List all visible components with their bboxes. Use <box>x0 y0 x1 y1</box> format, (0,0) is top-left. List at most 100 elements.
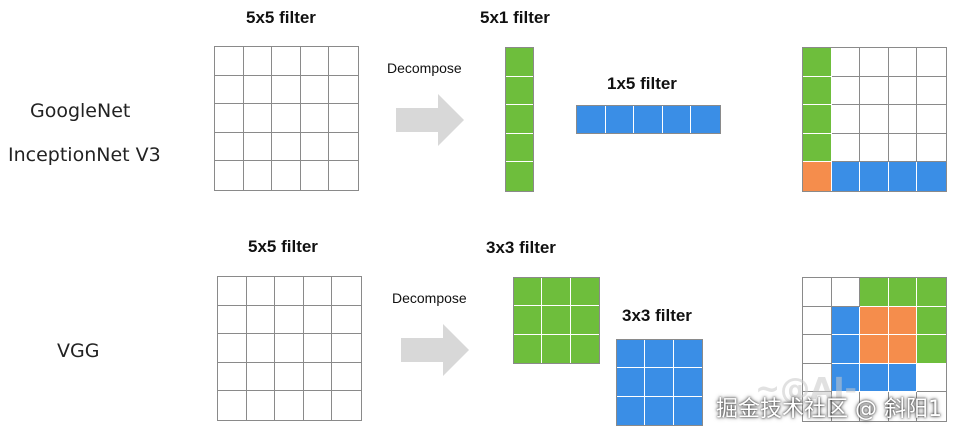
grid-cell <box>246 277 276 306</box>
grid-cell <box>888 133 918 163</box>
grid-cell <box>888 105 918 134</box>
grid-cell <box>888 278 918 307</box>
grid-5x5-filter-bottom <box>217 276 362 421</box>
watermark-ghost-icon: ~@AI- <box>755 372 857 407</box>
grid-cell <box>860 392 889 421</box>
grid-cell <box>300 161 330 190</box>
grid-cell <box>860 335 889 364</box>
grid-cell <box>803 363 832 393</box>
grid-cell <box>272 47 301 76</box>
grid-cell <box>917 306 946 336</box>
grid-cell <box>303 305 333 335</box>
grid-cell <box>215 161 244 190</box>
grid-cell <box>246 334 276 363</box>
grid-5x5-filter-top <box>214 46 359 191</box>
grid-cell <box>332 277 361 306</box>
decompose-label-top: Decompose <box>387 60 462 76</box>
grid-cell <box>275 334 304 363</box>
grid-cell <box>243 47 273 76</box>
grid-cell <box>803 162 832 191</box>
grid-cell <box>218 277 247 306</box>
row-label-googlenet: GoogleNet <box>30 100 131 122</box>
grid-cell-green <box>506 76 533 106</box>
grid-cell <box>917 105 946 134</box>
grid-cell-green <box>506 133 533 163</box>
grid-cell-green <box>570 334 599 363</box>
grid-cell <box>803 48 832 77</box>
grid-cell-green <box>542 334 571 363</box>
grid-cell <box>329 132 358 162</box>
grid-cell <box>272 161 301 190</box>
grid-cell-blue <box>617 396 646 425</box>
grid-cell-green <box>542 306 571 335</box>
grid-cell-blue <box>645 396 674 425</box>
grid-combined-bottom <box>802 277 947 422</box>
grid-cell-green <box>570 306 599 335</box>
title-3x3-filter-b: 3x3 filter <box>622 306 692 325</box>
grid-cell <box>803 306 832 336</box>
grid-cell <box>246 362 276 392</box>
grid-cell <box>332 305 361 335</box>
grid-cell <box>803 392 832 421</box>
grid-cell <box>831 278 861 307</box>
grid-3x3-filter-b <box>616 339 703 426</box>
grid-cell-blue <box>662 106 692 133</box>
grid-cell-blue <box>605 106 635 133</box>
title-5x5-filter-top: 5x5 filter <box>246 8 316 27</box>
grid-cell-blue <box>617 340 646 369</box>
grid-cell <box>917 76 946 106</box>
grid-cell <box>860 278 889 307</box>
grid-cell <box>831 48 861 77</box>
grid-cell <box>332 362 361 392</box>
grid-cell <box>246 305 276 335</box>
grid-cell <box>803 133 832 163</box>
grid-cell <box>888 392 918 421</box>
grid-cell <box>917 392 946 421</box>
grid-cell <box>860 306 889 336</box>
grid-cell <box>831 76 861 106</box>
grid-cell <box>275 277 304 306</box>
grid-cell <box>272 75 301 105</box>
grid-1x5-filter <box>576 105 721 134</box>
grid-cell <box>803 76 832 106</box>
grid-cell <box>218 362 247 392</box>
grid-cell <box>275 362 304 392</box>
grid-cell <box>300 47 330 76</box>
grid-cell <box>860 48 889 77</box>
grid-cell <box>275 391 304 420</box>
grid-cell <box>215 75 244 105</box>
grid-cell <box>215 132 244 162</box>
grid-cell <box>888 76 918 106</box>
grid-combined-top <box>802 47 947 192</box>
grid-cell <box>888 306 918 336</box>
title-5x5-filter-bottom: 5x5 filter <box>248 237 318 256</box>
grid-cell <box>275 305 304 335</box>
grid-cell-blue <box>673 340 702 369</box>
row-label-inceptionnet-v3: InceptionNet V3 <box>8 144 161 166</box>
grid-cell <box>218 391 247 420</box>
grid-cell <box>243 132 273 162</box>
grid-cell <box>300 104 330 133</box>
grid-3x3-filter-a <box>513 277 600 364</box>
grid-cell <box>303 334 333 363</box>
grid-cell <box>303 277 333 306</box>
grid-cell <box>831 392 861 421</box>
grid-cell <box>831 162 861 191</box>
grid-cell <box>243 75 273 105</box>
grid-cell-blue <box>645 368 674 397</box>
grid-cell <box>888 363 918 393</box>
grid-cell <box>888 162 918 191</box>
grid-cell <box>917 162 946 191</box>
grid-cell <box>332 334 361 363</box>
arrow-right-icon <box>396 94 464 146</box>
grid-cell-green <box>514 278 543 307</box>
grid-cell <box>917 278 946 307</box>
grid-cell <box>917 363 946 393</box>
grid-cell <box>272 104 301 133</box>
grid-cell-blue <box>673 368 702 397</box>
grid-cell <box>218 334 247 363</box>
grid-cell <box>860 363 889 393</box>
grid-cell <box>860 105 889 134</box>
title-5x1-filter: 5x1 filter <box>480 8 550 27</box>
grid-cell <box>860 133 889 163</box>
